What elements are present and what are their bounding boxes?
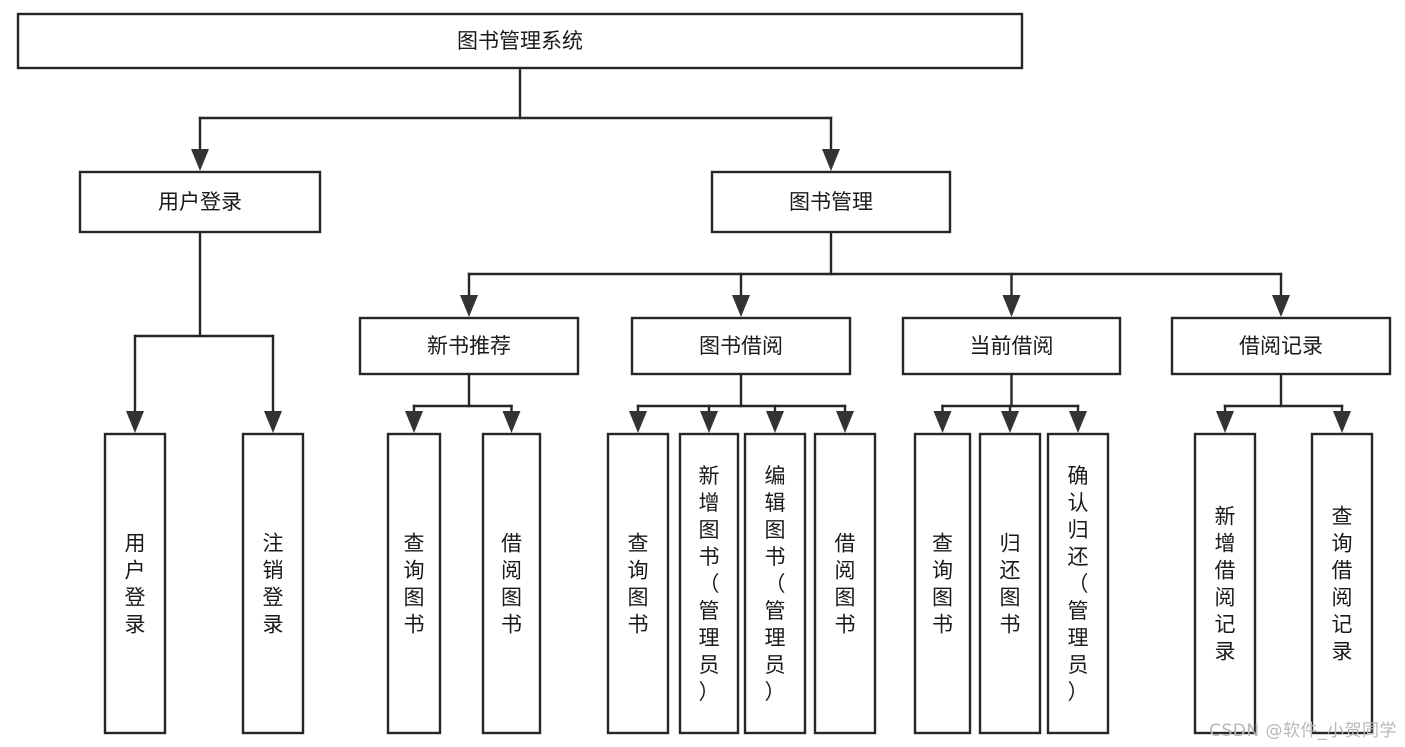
node-label: 归还图书 xyxy=(1000,532,1021,637)
node-label: 借阅图书 xyxy=(501,532,522,637)
node-l2_a[interactable]: 用户登录 xyxy=(78,170,322,234)
node-box xyxy=(606,432,670,735)
node-leaf_9[interactable]: 查询图书 xyxy=(913,432,972,735)
node-box xyxy=(1310,432,1374,735)
node-label: 确认归还（管理员） xyxy=(1068,464,1089,704)
node-label: 查询图书 xyxy=(932,532,953,637)
node-box xyxy=(1170,316,1392,376)
node-label: 查询图书 xyxy=(404,532,425,637)
node-label: 借阅记录 xyxy=(1239,334,1323,358)
node-l2_b[interactable]: 图书管理 xyxy=(710,170,952,234)
node-leaf_4[interactable]: 借阅图书 xyxy=(481,432,542,735)
node-label: 图书借阅 xyxy=(699,334,783,358)
node-box xyxy=(386,432,442,735)
node-leaf_1[interactable]: 用户登录 xyxy=(103,432,167,735)
node-leaf_5[interactable]: 查询图书 xyxy=(606,432,670,735)
node-leaf_8[interactable]: 借阅图书 xyxy=(813,432,877,735)
node-box xyxy=(743,432,807,735)
watermark-label: CSDN @软件_小贺同学 xyxy=(1209,721,1397,741)
node-label: 新书推荐 xyxy=(427,334,511,358)
node-l3_c[interactable]: 当前借阅 xyxy=(901,316,1122,376)
node-box xyxy=(1046,432,1110,735)
node-leaf_12[interactable]: 新增借阅记录 xyxy=(1193,432,1257,735)
node-leaf_10[interactable]: 归还图书 xyxy=(978,432,1042,735)
node-label: 新增图书（管理员） xyxy=(699,464,720,704)
node-box xyxy=(913,432,972,735)
nodes-layer: 图书管理系统用户登录图书管理新书推荐图书借阅当前借阅借阅记录用户登录注销登录查询… xyxy=(16,12,1392,735)
node-leaf_6[interactable]: 新增图书（管理员） xyxy=(678,432,740,735)
node-label: 图书管理 xyxy=(789,190,873,214)
node-label: 查询借阅记录 xyxy=(1332,505,1353,664)
node-label: 图书管理系统 xyxy=(457,29,583,53)
node-label: 新增借阅记录 xyxy=(1215,505,1236,664)
node-box xyxy=(630,316,852,376)
node-box xyxy=(1193,432,1257,735)
node-label: 用户登录 xyxy=(158,190,242,214)
node-leaf_13[interactable]: 查询借阅记录 xyxy=(1310,432,1374,735)
node-label: 借阅图书 xyxy=(835,532,856,637)
node-l3_d[interactable]: 借阅记录 xyxy=(1170,316,1392,376)
connectors-layer xyxy=(126,66,1351,433)
node-leaf_2[interactable]: 注销登录 xyxy=(241,432,305,735)
node-box xyxy=(978,432,1042,735)
node-label: 查询图书 xyxy=(628,532,649,637)
node-l3_a[interactable]: 新书推荐 xyxy=(358,316,580,376)
node-box xyxy=(241,432,305,735)
node-box xyxy=(103,432,167,735)
node-label: 编辑图书（管理员） xyxy=(765,464,786,704)
node-label: 当前借阅 xyxy=(970,334,1054,358)
node-leaf_11[interactable]: 确认归还（管理员） xyxy=(1046,432,1110,735)
node-box xyxy=(78,170,322,234)
node-leaf_7[interactable]: 编辑图书（管理员） xyxy=(743,432,807,735)
node-label: 注销登录 xyxy=(263,532,284,637)
node-box xyxy=(16,12,1024,70)
node-root[interactable]: 图书管理系统 xyxy=(16,12,1024,70)
node-box xyxy=(481,432,542,735)
node-l3_b[interactable]: 图书借阅 xyxy=(630,316,852,376)
node-box xyxy=(813,432,877,735)
node-label: 用户登录 xyxy=(125,532,146,637)
node-box xyxy=(901,316,1122,376)
node-leaf_3[interactable]: 查询图书 xyxy=(386,432,442,735)
node-box xyxy=(678,432,740,735)
node-box xyxy=(710,170,952,234)
node-box xyxy=(358,316,580,376)
